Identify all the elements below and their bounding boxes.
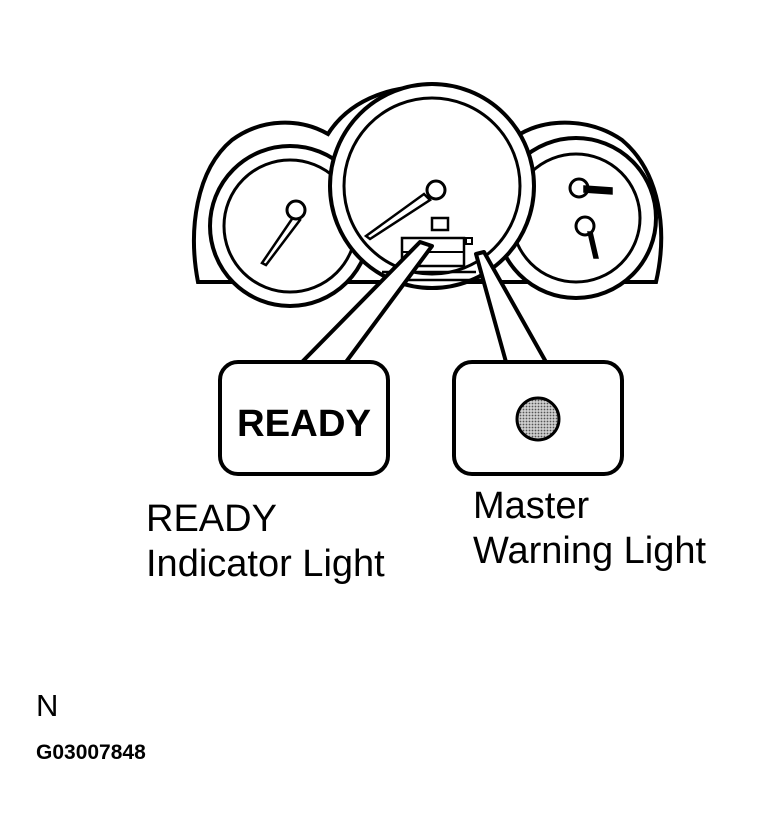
- center-gauge-needle: [363, 192, 432, 241]
- right-gauge-needle-bottom: [587, 231, 599, 259]
- warning-callout: [452, 250, 624, 476]
- right-gauge: [494, 136, 658, 300]
- center-gauge: [328, 82, 536, 290]
- master-warning-lamp: [465, 237, 473, 245]
- figure-id: G03007848: [36, 741, 146, 764]
- view-code: N: [36, 688, 59, 723]
- ready-callout-box: [218, 360, 390, 476]
- right-gauge-needle-top: [583, 185, 613, 195]
- master-warning-light-icon: [515, 396, 561, 442]
- master-warning-label: Master Warning Light: [473, 485, 707, 572]
- ready-callout-text: READY: [237, 403, 371, 445]
- ready-callout: READY: [218, 240, 434, 476]
- ready-indicator-label: READY Indicator Light: [146, 498, 385, 585]
- ready-indicator-lamp: [430, 216, 450, 232]
- left-gauge-needle: [260, 214, 302, 267]
